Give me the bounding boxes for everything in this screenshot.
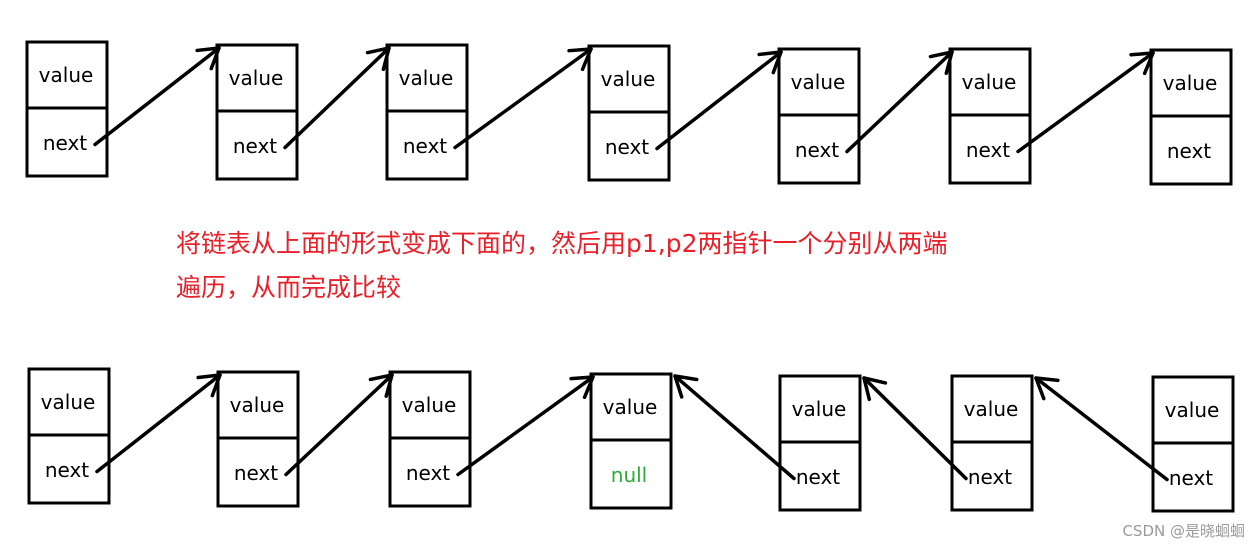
- bottom-node-next-label: next: [406, 461, 450, 485]
- top-node-2: value next: [215, 43, 299, 181]
- arrow-head: [1129, 51, 1155, 76]
- bottom-node-value-label: value: [603, 395, 658, 419]
- bottom-node-value-label: value: [792, 397, 847, 421]
- caption-line-1: 将链表从上面的形式变成下面的，然后用p1,p2两指针一个分别从两端: [176, 229, 948, 258]
- bottom-node-next-label: next: [1169, 466, 1213, 490]
- top-node-5: value next: [777, 47, 861, 185]
- arrow-head: [1034, 376, 1060, 401]
- top-node-value-label: value: [962, 70, 1017, 94]
- bottom-node-value-label: value: [41, 390, 96, 414]
- bottom-node-value-label: value: [230, 393, 285, 417]
- bottom-node-6: value next: [950, 374, 1034, 512]
- arrow-head: [862, 376, 888, 402]
- bottom-node-next-label: next: [234, 461, 278, 485]
- top-node-4: value next: [587, 44, 671, 182]
- arrow-head: [673, 374, 699, 399]
- arrow-shaft: [456, 375, 595, 477]
- arrow-shaft: [845, 50, 954, 154]
- arrow-shaft: [283, 46, 391, 150]
- top-node-next-label: next: [403, 134, 447, 158]
- bottom-node-7: value next: [1151, 375, 1235, 513]
- arrow-head: [569, 375, 595, 400]
- top-node-value-label: value: [1163, 71, 1218, 95]
- arrow-head: [567, 47, 593, 72]
- bottom-link-2: [284, 373, 394, 477]
- bottom-node-3: value next: [388, 370, 472, 508]
- top-node-next-label: next: [1167, 139, 1211, 163]
- top-link-6: [1016, 51, 1155, 154]
- top-linked-list: valuenextvaluenextvaluenextvaluenextvalu…: [25, 40, 1233, 186]
- caption-line-2: 遍历，从而完成比较: [176, 273, 402, 302]
- arrow-shaft: [1016, 51, 1155, 154]
- arrow-head: [757, 50, 783, 75]
- top-node-value-label: value: [601, 67, 656, 91]
- bottom-node-1: value next: [27, 367, 111, 505]
- bottom-node-next-label: next: [45, 458, 89, 482]
- arrow-head: [368, 373, 394, 398]
- arrow-shaft: [95, 373, 222, 474]
- top-node-next-label: next: [43, 131, 87, 155]
- top-link-5: [845, 50, 954, 154]
- arrow-head: [195, 46, 221, 71]
- bottom-node-value-label: value: [1165, 398, 1220, 422]
- top-node-next-label: next: [233, 134, 277, 158]
- watermark: CSDN @是晓蛔蛔: [1122, 522, 1245, 540]
- arrow-head: [196, 373, 222, 398]
- arrow-head: [365, 46, 391, 72]
- arrow-shaft: [93, 46, 221, 147]
- bottom-link-6: [1034, 376, 1169, 482]
- top-node-1: value next: [25, 40, 109, 178]
- top-node-value-label: value: [791, 70, 846, 94]
- bottom-link-5: [862, 376, 968, 481]
- bottom-node-next-label: next: [796, 465, 840, 489]
- arrow-shaft: [453, 47, 593, 150]
- bottom-node-5: value next: [778, 374, 862, 512]
- bottom-node-next-label: next: [968, 465, 1012, 489]
- arrow-head: [928, 50, 954, 75]
- top-node-value-label: value: [229, 66, 284, 90]
- bottom-link-3: [456, 375, 595, 477]
- bottom-link-4: [673, 374, 796, 481]
- top-link-2: [283, 46, 391, 150]
- top-node-next-label: next: [605, 135, 649, 159]
- caption-text: 将链表从上面的形式变成下面的，然后用p1,p2两指针一个分别从两端 遍历，从而完…: [176, 222, 1076, 310]
- bottom-node-value-label: value: [402, 393, 457, 417]
- bottom-node-4: value null: [589, 372, 673, 510]
- top-link-4: [655, 50, 783, 151]
- arrow-shaft: [284, 373, 394, 477]
- bottom-link-1: [95, 373, 222, 474]
- arrow-shaft: [862, 376, 968, 481]
- top-link-1: [93, 46, 221, 147]
- top-node-3: value next: [385, 43, 469, 181]
- bottom-node-value-label: value: [964, 397, 1019, 421]
- top-node-value-label: value: [39, 63, 94, 87]
- top-node-next-label: next: [966, 138, 1010, 162]
- top-node-7: value next: [1149, 48, 1233, 186]
- arrow-shaft: [655, 50, 783, 151]
- top-node-value-label: value: [399, 66, 454, 90]
- arrow-shaft: [1034, 376, 1169, 482]
- bottom-node-2: value next: [216, 370, 300, 508]
- top-node-next-label: next: [795, 138, 839, 162]
- top-link-3: [453, 47, 593, 150]
- top-node-6: value next: [948, 47, 1032, 185]
- bottom-node-null-label: null: [611, 463, 647, 487]
- bottom-linked-list: valuenextvaluenextvaluenextvaluenullvalu…: [27, 367, 1235, 513]
- arrow-shaft: [673, 374, 796, 481]
